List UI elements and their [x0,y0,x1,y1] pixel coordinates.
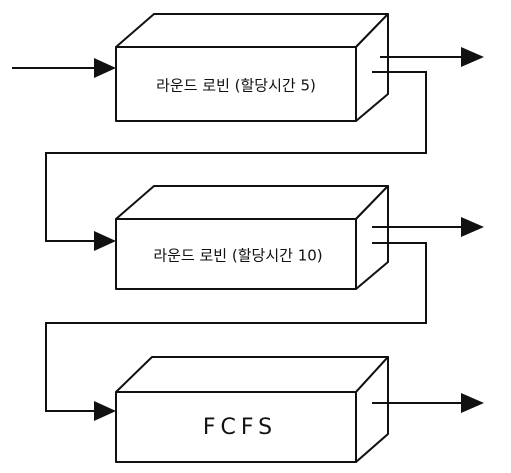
stage-1-output-arrowhead [461,47,484,67]
stage-1-top-face [115,13,389,48]
stage-1-to-stage-2-arrowhead [94,231,116,251]
stage-3-box: FCFS [115,356,389,463]
stage-1-output-arrow [380,47,484,67]
stage-3-output-arrow [372,393,484,413]
stage-2-to-stage-3-arrowhead [94,401,116,421]
stage-2-output-arrowhead [461,217,484,237]
stage-2-output-arrow [372,217,484,237]
stage-1-label: 라운드 로빈 (할당시간 5) [156,77,316,95]
stage-3-label: FCFS [203,415,277,440]
stage-1-box: 라운드 로빈 (할당시간 5) [115,13,389,122]
stage-1-to-stage-2-feedback [45,71,427,251]
input-arrowhead [94,58,116,78]
stage-2-box: 라운드 로빈 (할당시간 10) [115,185,389,290]
stage-3-output-arrowhead [461,393,484,413]
stage-2-top-face [115,185,389,220]
input-arrow [12,58,116,78]
stage-3-front-face [115,391,357,463]
stage-2-front-face [115,218,357,290]
stage-2-to-stage-3-feedback [45,242,427,421]
stage-3-top-face [115,356,389,393]
stage-2-label: 라운드 로빈 (할당시간 10) [153,247,322,265]
stage-1-front-face [115,46,357,122]
